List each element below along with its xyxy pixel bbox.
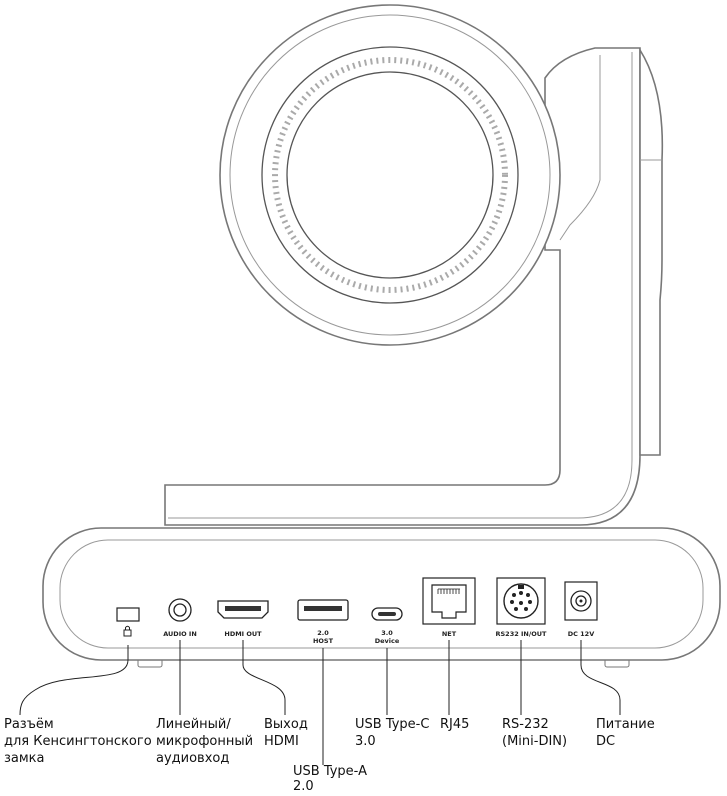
leader-kensington (19, 645, 129, 716)
usb-a-port-icon (297, 599, 349, 621)
callout-usba-1: USB Type-A (293, 764, 367, 779)
camera-head (219, 4, 561, 346)
dc-power-port-icon (570, 590, 592, 612)
usb-c-port: 3.0 Device (371, 607, 403, 645)
leader-hdmi (242, 640, 286, 715)
rs232-port: RS232 IN/OUT (496, 577, 548, 638)
audio-in-port: AUDIO IN (163, 598, 197, 638)
usb-a-label-2: HOST (313, 637, 334, 645)
callout-kensington-2: для Кенсингтонского (4, 734, 152, 749)
callout-kensington-1: Разъём (4, 717, 54, 732)
hdmi-out-label: HDMI OUT (224, 630, 262, 638)
callout-rs232-2: (Mini-DIN) (502, 734, 567, 749)
usb-a-port: 2.0 HOST (297, 599, 349, 645)
leader-dc (580, 640, 621, 715)
rs232-label: RS232 IN/OUT (496, 630, 548, 638)
callout-audio-3: аудиовход (156, 751, 229, 766)
callout-hdmi-1: Выход (264, 717, 308, 732)
hdmi-port-icon (217, 600, 269, 619)
callouts: Разъём для Кенсингтонского замка Линейны… (4, 717, 655, 794)
dc-label: DC 12V (568, 630, 595, 638)
mini-din-port-icon (503, 583, 539, 619)
callout-rj45-1: RJ45 (440, 717, 469, 732)
callout-kensington-3: замка (4, 751, 45, 766)
callout-dc-1: Питание (596, 717, 655, 732)
usb-a-label-1: 2.0 (317, 629, 329, 637)
hdmi-out-port: HDMI OUT (217, 600, 269, 638)
callout-audio-1: Линейный/ (156, 717, 231, 732)
audio-jack-icon (168, 598, 192, 622)
net-port: NET (422, 577, 476, 638)
callout-rs232-1: RS-232 (502, 717, 549, 732)
usb-c-label-1: 3.0 (381, 629, 393, 637)
rj45-port-icon (431, 584, 467, 619)
net-label: NET (442, 630, 457, 638)
camera-base (42, 527, 721, 668)
callout-usbc-1: USB Type-C (355, 717, 429, 732)
camera-arm (164, 47, 664, 526)
leader-lines (19, 640, 621, 765)
usb-c-port-icon (371, 607, 403, 621)
usb-c-label-2: Device (375, 637, 400, 645)
callout-hdmi-2: HDMI (264, 734, 299, 749)
dc-port: DC 12V (564, 581, 598, 638)
callout-usba-2: 2.0 (293, 779, 314, 792)
callout-dc-2: DC (596, 734, 615, 749)
audio-in-label: AUDIO IN (163, 630, 197, 638)
kensington-slot (116, 607, 140, 637)
lock-icon (123, 625, 132, 637)
callout-audio-2: микрофонный (156, 734, 253, 749)
callout-usbc-2: 3.0 (355, 734, 376, 749)
